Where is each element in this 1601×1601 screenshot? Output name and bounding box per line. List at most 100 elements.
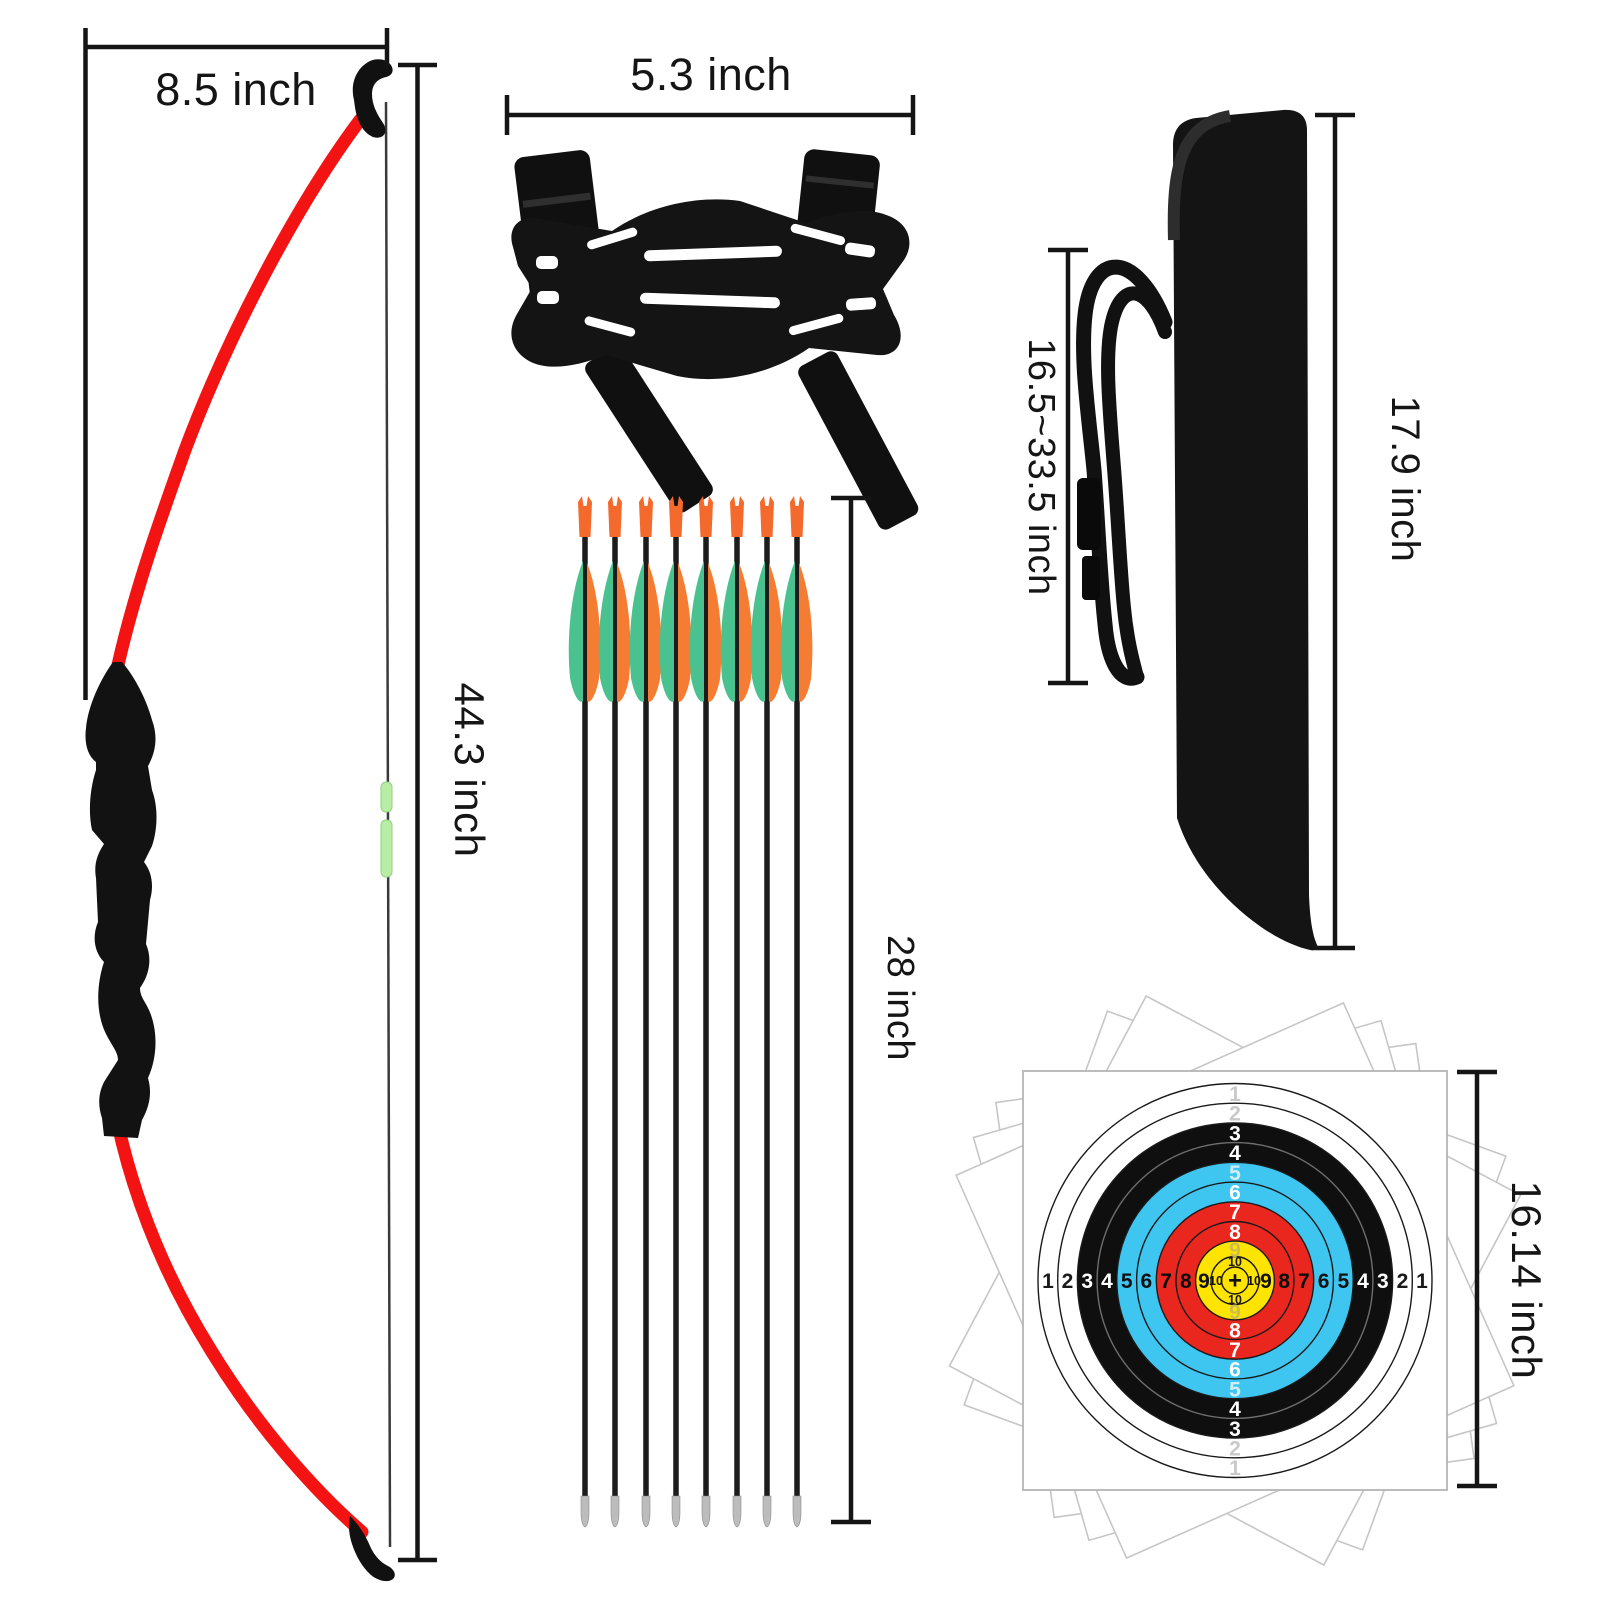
target-ring-number: 4: [1357, 1270, 1369, 1293]
target-ring-number: 1: [1416, 1270, 1428, 1293]
target-ring-number: 4: [1229, 1398, 1241, 1421]
arrow: [629, 496, 662, 1528]
target-ring-number: 10: [1228, 1293, 1242, 1307]
target-ring-number: 7: [1298, 1270, 1310, 1293]
arrow-vane-orange: [769, 563, 783, 702]
arrow: [720, 496, 753, 1528]
target-ring-number: 10: [1228, 1255, 1242, 1269]
arrow-tip: [762, 1495, 772, 1528]
target-ring-number: 5: [1121, 1270, 1133, 1293]
arrow-vane-green: [689, 561, 704, 702]
arrow-vane-orange: [739, 563, 753, 702]
arrow: [750, 496, 783, 1528]
target-ring-number: 10: [1209, 1274, 1223, 1288]
dim-arrow-length: 28 inch: [831, 495, 921, 1525]
target-ring-number: 6: [1318, 1270, 1330, 1293]
arrow-nock: [699, 496, 713, 537]
target-ring-number: 6: [1229, 1181, 1241, 1204]
arrow-tip: [792, 1495, 802, 1528]
dim-quiver-length: 17.9 inch: [1315, 112, 1427, 951]
arrow-vane-green: [720, 561, 735, 702]
target-ring-number: 5: [1229, 1378, 1241, 1401]
target-ring-number: 1: [1229, 1083, 1241, 1106]
dim-armguard-width: 5.3 inch: [504, 49, 916, 135]
dim-bow-width: 8.5 inch: [83, 28, 390, 700]
target-ring-number: 3: [1229, 1122, 1241, 1145]
target-ring-number: 4: [1229, 1142, 1241, 1165]
bow-tip-bottom-icon: [348, 1516, 395, 1582]
armguard-slots: [536, 223, 877, 337]
arrow-nock: [639, 496, 653, 537]
bow-riser: [85, 662, 157, 1138]
quiver-body: [1173, 109, 1318, 951]
quiver: [1076, 109, 1318, 951]
arrow-tip: [610, 1495, 620, 1528]
target-ring-number: 4: [1101, 1270, 1113, 1293]
target-ring-number: 2: [1229, 1438, 1241, 1461]
bow-string-nock-points: [380, 781, 393, 878]
arrow-tip: [732, 1495, 742, 1528]
dim-label-bow-width: 8.5 inch: [155, 64, 317, 115]
target-ring-number: 8: [1278, 1270, 1290, 1293]
target-ring-number: 3: [1081, 1270, 1093, 1293]
target-ring-number: 6: [1141, 1270, 1153, 1293]
dim-label-bow-length: 44.3 inch: [446, 683, 493, 858]
arrow-tip: [580, 1495, 590, 1528]
quiver-strap-buckle: [1077, 478, 1101, 600]
arrow: [568, 496, 601, 1528]
bow-lower-limb: [105, 1088, 369, 1539]
target-ring-number: 3: [1377, 1270, 1389, 1293]
target-ring-number: 10: [1247, 1274, 1261, 1288]
arrow-tip: [671, 1495, 681, 1528]
arrow-nock: [669, 496, 683, 537]
arrow-nock: [790, 496, 804, 537]
target-ring-number: 2: [1062, 1270, 1074, 1293]
dim-bow-length: 44.3 inch: [398, 62, 493, 1563]
target-ring: [1220, 1266, 1250, 1295]
quiver-strap: [1076, 259, 1173, 686]
arrow-nock: [730, 496, 744, 537]
target-ring-number: 7: [1229, 1201, 1241, 1224]
armguard-strap-bottom-left: [585, 345, 713, 513]
arrow: [598, 496, 631, 1528]
arrow-vane-orange: [799, 563, 813, 702]
target-ring-number: 8: [1180, 1270, 1192, 1293]
arrow-vane-green: [568, 561, 583, 702]
arrow-vane-orange: [708, 563, 722, 702]
arm-guard: [511, 149, 919, 530]
bow: [85, 59, 395, 1582]
dim-label-armguard-width: 5.3 inch: [630, 49, 792, 100]
dim-quiver-strap: 16.5~33.5 inch: [1020, 247, 1088, 686]
target-center-mark: +: [1228, 1268, 1242, 1295]
target-ring-number: 8: [1229, 1221, 1241, 1244]
arrow-tip: [701, 1495, 711, 1528]
arrow-vane-green: [598, 561, 613, 702]
arrow-tip: [641, 1495, 651, 1528]
target-ring-number: 3: [1229, 1418, 1241, 1441]
target-ring-number: 9: [1229, 1301, 1241, 1324]
arrow-vane-green: [659, 561, 674, 702]
dim-label-quiver-length: 17.9 inch: [1383, 396, 1427, 563]
target-ring-number: 7: [1160, 1270, 1172, 1293]
arrow-nock: [578, 496, 592, 537]
arrows-group: [568, 496, 813, 1528]
arrow-vane-orange: [617, 563, 631, 702]
arrow-nock: [608, 496, 622, 537]
arrow-vane-green: [750, 561, 765, 702]
arrow-vane-orange: [678, 563, 692, 702]
arrow: [689, 496, 722, 1528]
target-ring-number: 8: [1229, 1319, 1241, 1342]
bow-tip-top-icon: [352, 59, 393, 138]
armguard-plate: [511, 199, 910, 380]
target-ring-number: 1: [1042, 1270, 1054, 1293]
arrow-vane-green: [629, 561, 644, 702]
arrow-vane-orange: [587, 563, 601, 702]
arrow-vane-orange: [648, 563, 662, 702]
target-ring-number: 9: [1229, 1239, 1241, 1262]
arrow: [659, 496, 692, 1528]
dim-label-target-size: 16.14 inch: [1503, 1181, 1550, 1380]
bow-upper-limb: [111, 113, 367, 672]
target-ring-number: 2: [1229, 1103, 1241, 1126]
